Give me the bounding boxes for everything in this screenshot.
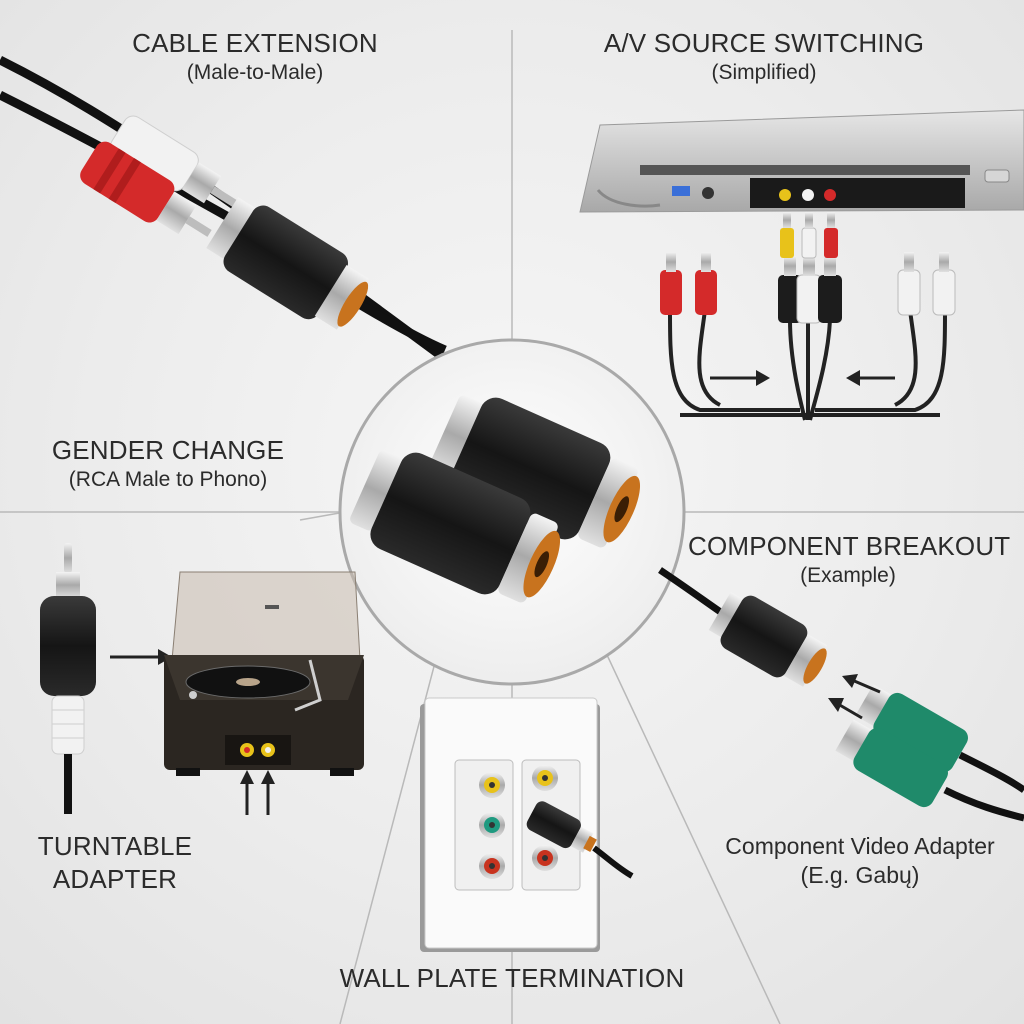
component-video-subtitle: (E.g. Gabų)	[800, 861, 920, 888]
rca-jack-red	[532, 845, 558, 871]
rca-plug-icon	[855, 684, 968, 773]
arrow-icon	[846, 370, 895, 386]
arrow-icon	[828, 698, 863, 720]
gender-change-label: GENDER CHANGE (RCA Male to Phono)	[28, 434, 308, 493]
component-breakout-label: COMPONENT BREAKOUT (Example)	[688, 530, 1011, 589]
av-switching-subtitle: (Simplified)	[711, 60, 817, 84]
rca-plug-icon	[40, 543, 96, 814]
rca-plug-icon	[526, 801, 597, 853]
rca-jack-yellow	[532, 765, 558, 791]
cable-extension-label: CABLE EXTENSION (Male-to-Male)	[95, 27, 415, 86]
arrow-icon	[240, 770, 275, 815]
component-video-label: Component Video Adapter (E.g. Gabų)	[712, 832, 1008, 890]
arrow-icon	[110, 649, 172, 665]
arrow-icon	[842, 674, 881, 694]
gender-change-subtitle: (RCA Male to Phono)	[68, 467, 268, 491]
rca-plug-icon	[80, 141, 212, 237]
wall-plate-title: WALL PLATE TERMINATION	[339, 963, 685, 993]
cable-extension-illustration	[0, 55, 447, 359]
av-cables-illustration	[668, 309, 947, 421]
rca-coupler-icon	[350, 450, 561, 603]
cable-extension-subtitle: (Male-to-Male)	[186, 60, 324, 84]
cable-extension-title: CABLE EXTENSION	[132, 28, 378, 58]
component-breakout-illustration	[658, 567, 1024, 822]
rca-jack-yellow	[479, 772, 505, 798]
rca-plug-icon	[801, 212, 817, 259]
rca-coupler-icon	[708, 591, 828, 687]
rca-jack-green	[479, 812, 505, 838]
av-switching-label: A/V SOURCE SWITCHING (Simplified)	[584, 27, 944, 86]
rca-plug-icon	[695, 252, 717, 315]
av-switching-title: A/V SOURCE SWITCHING	[603, 28, 925, 58]
wall-plate-label: WALL PLATE TERMINATION	[322, 962, 702, 995]
rca-plug-icon	[796, 256, 822, 324]
arrow-icon	[710, 370, 770, 386]
dvd-player-icon	[579, 109, 1024, 213]
turntable-title-line2: ADAPTER	[52, 863, 178, 894]
center-coupler-highlight	[338, 338, 686, 686]
turntable-icon	[164, 571, 364, 776]
component-video-title: Component Video Adapter	[725, 833, 995, 859]
rca-plug-icon	[660, 252, 682, 315]
rca-plug-icon	[780, 212, 794, 258]
rca-plug-icon	[835, 719, 948, 808]
wall-plate-icon	[420, 697, 634, 952]
rca-plug-icon	[778, 256, 802, 323]
component-breakout-title: COMPONENT BREAKOUT	[688, 531, 1011, 561]
rca-plug-icon	[824, 212, 838, 258]
component-breakout-subtitle: (Example)	[800, 563, 896, 587]
rca-jack-red	[479, 853, 505, 879]
gender-change-title: GENDER CHANGE	[51, 435, 285, 465]
turntable-title-line1: TURNTABLE	[37, 831, 193, 861]
rca-plug-icon	[818, 256, 842, 323]
turntable-label: TURNTABLE ADAPTER	[20, 830, 210, 895]
rca-plug-icon	[932, 252, 956, 316]
rca-plug-icon	[897, 252, 921, 316]
rca-coupler-icon	[206, 197, 369, 330]
rca-plug-icon	[109, 115, 237, 207]
